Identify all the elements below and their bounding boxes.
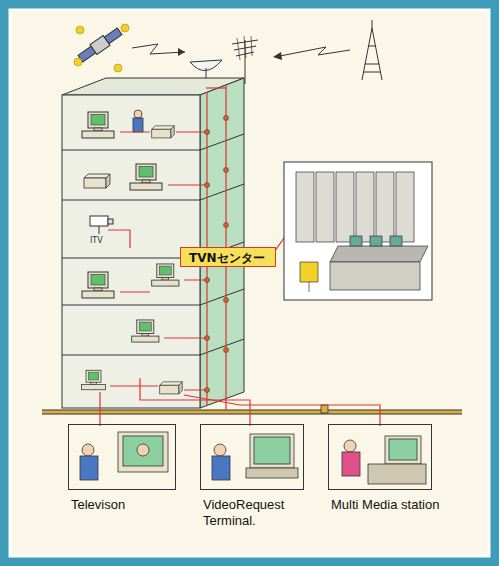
terminal-box: VideoRequest Terminal. [200,424,304,490]
terminal-box: Multi Media station [328,424,432,490]
terminal-caption: Multi Media station [331,497,449,513]
center-box: TVNセンター [180,247,276,267]
terminal-caption: Televison [71,497,189,513]
terminal-box: Televison [68,424,176,490]
center-label: TVNセンター [189,251,265,265]
device-label: ITV [90,236,103,245]
terminal-caption: VideoRequest Terminal. [203,497,321,528]
